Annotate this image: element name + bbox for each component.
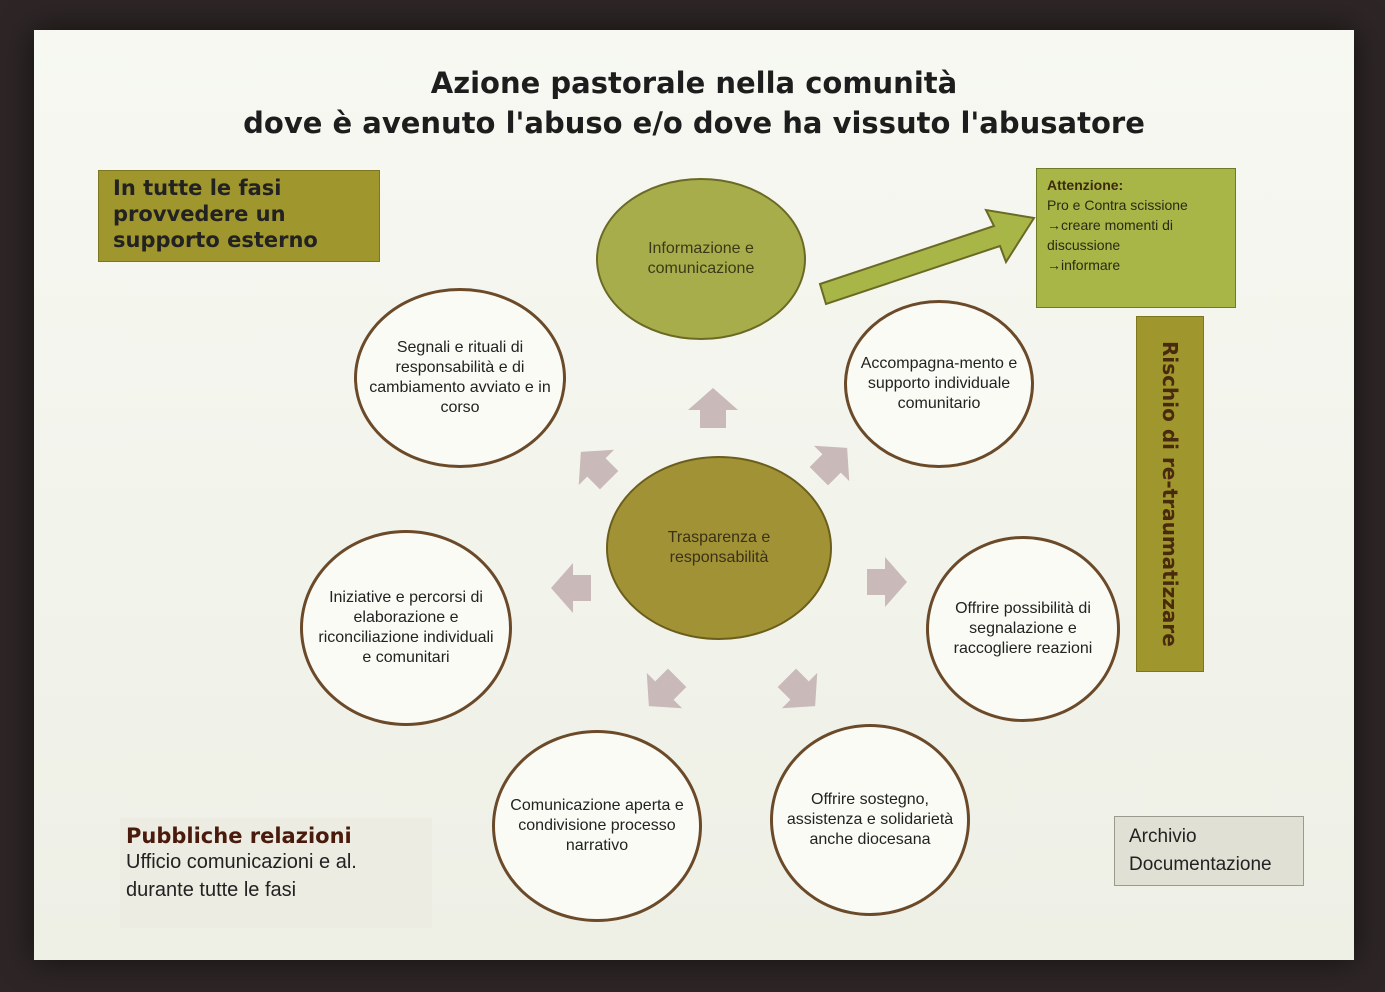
circle-reporting: Offrire possibilità di segnalazione e ra… bbox=[926, 536, 1120, 722]
circle-support-assistance-label: Offrire sostegno, assistenza e solidarie… bbox=[786, 791, 954, 848]
attention-heading: Attenzione: bbox=[1047, 177, 1124, 193]
retraumatize-box: Rischio di re-traumatizzare bbox=[1136, 316, 1204, 672]
arrows-layer bbox=[818, 208, 1036, 306]
slide-title-line2: dove è avenuto l'abuso e/o dove ha vissu… bbox=[243, 106, 1145, 140]
circle-initiatives-label: Iniziative e percorsi di elaborazione e … bbox=[318, 589, 494, 666]
center-circle-transparency: Trasparenza e responsabilità bbox=[606, 456, 832, 640]
circle-accompaniment-label: Accompagna-mento e supporto individuale … bbox=[860, 355, 1018, 412]
circle-signals-rituals: Segnali e rituali di responsabilità e di… bbox=[354, 288, 566, 468]
attention-box: Attenzione: Pro e Contra scissione →crea… bbox=[1036, 168, 1236, 308]
circle-accompaniment: Accompagna-mento e supporto individuale … bbox=[844, 300, 1034, 468]
circle-signals-rituals-label: Segnali e rituali di responsabilità e di… bbox=[369, 339, 551, 416]
circle-support-assistance: Offrire sostegno, assistenza e solidarie… bbox=[770, 724, 970, 916]
archive-box: Archivio Documentazione bbox=[1114, 816, 1304, 886]
attention-line: Pro e Contra scissione bbox=[1047, 197, 1188, 213]
public-relations-box: Pubbliche relazioni Ufficio comunicazion… bbox=[120, 818, 432, 928]
circle-information-label: Informazione e comunicazione bbox=[647, 240, 755, 277]
arrow-up-icon bbox=[688, 388, 738, 428]
slide: Azione pastorale nella comunità dove è a… bbox=[34, 30, 1354, 960]
slide-title-line1: Azione pastorale nella comunità bbox=[430, 66, 958, 100]
circle-initiatives: Iniziative e percorsi di elaborazione e … bbox=[300, 530, 512, 726]
attention-line: →informare bbox=[1047, 257, 1121, 273]
arrow-upright-icon bbox=[809, 445, 850, 486]
public-relations-body: Ufficio comunicazioni e al. durante tutt… bbox=[126, 851, 357, 901]
arrow-right-icon bbox=[867, 557, 907, 607]
center-circle-label: Trasparenza e responsabilità bbox=[667, 529, 771, 566]
arrow-upleft-icon bbox=[578, 449, 619, 490]
arrow-downright-icon bbox=[777, 668, 818, 709]
big-arrow-icon bbox=[818, 208, 1036, 306]
external-support-box: In tutte le fasi provvedere un supporto … bbox=[98, 170, 380, 262]
retraumatize-label: Rischio di re-traumatizzare bbox=[1158, 341, 1182, 647]
circle-reporting-label: Offrire possibilità di segnalazione e ra… bbox=[953, 600, 1093, 657]
arrow-downleft-icon bbox=[646, 668, 687, 709]
arrow-left-icon bbox=[551, 563, 591, 613]
circle-open-communication: Comunicazione aperta e condivisione proc… bbox=[492, 730, 702, 922]
attention-line: →creare momenti di discussione bbox=[1047, 217, 1174, 253]
public-relations-heading: Pubbliche relazioni bbox=[126, 824, 352, 848]
circle-open-communication-label: Comunicazione aperta e condivisione proc… bbox=[510, 797, 684, 854]
circle-information: Informazione e comunicazione bbox=[596, 178, 806, 340]
